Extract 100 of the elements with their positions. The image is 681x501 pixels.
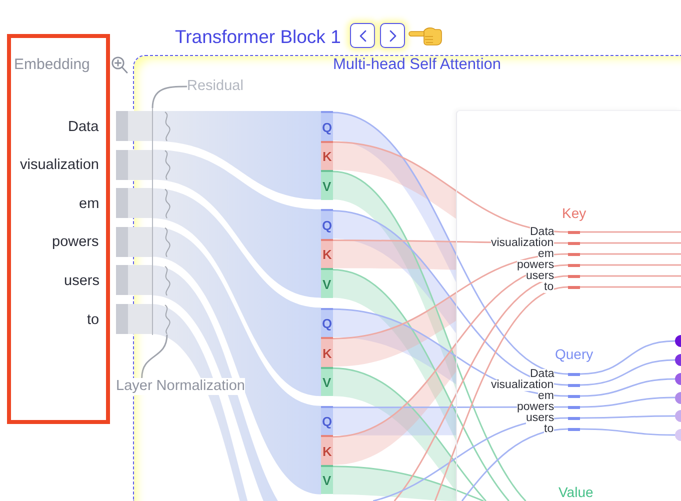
token-label: Data [68,118,99,136]
token-label: em [538,391,554,402]
flow-line [461,428,568,501]
vector-letter: V [322,178,332,194]
vector-bar [321,140,333,170]
vector-letter: K [322,247,332,262]
token-label: visualization [491,238,554,249]
flow-line [580,242,681,244]
token-label: users [64,272,100,290]
vector-letter: Q [322,120,332,134]
flow-line [580,359,676,386]
group-heading: Query [555,346,594,362]
flow-line [580,231,681,233]
section-heading: Multi-head Self Attention [333,56,502,74]
flow-line [580,286,681,288]
token-label: Data [530,369,554,380]
flow-line [332,269,510,501]
leader-line [152,86,187,108]
token-label: to [544,424,554,435]
token-label: em [538,249,554,260]
vector-bar [321,464,333,494]
flow-line [580,428,675,436]
vector-letter: V [322,276,332,292]
flow-line [332,466,484,501]
flow-line [580,396,676,408]
vector-bar [321,308,333,338]
flow-line [332,264,568,438]
vector-bar [321,268,333,298]
vector-bar [321,337,333,367]
vector-row-marker [568,274,580,278]
vector-bar [321,406,333,436]
vector-bar [321,366,333,396]
vector-row-marker [568,394,580,398]
vector-row-marker [568,416,580,420]
embedding-vector-bar [116,111,152,141]
vector-letter: Q [322,218,332,233]
vector-letter: K [322,444,332,459]
token-label: powers [517,402,554,413]
embedding-vector-bar [116,265,152,296]
flow-line [580,415,675,419]
flow-line [332,253,568,340]
token-label: users [526,271,554,282]
vector-bar [321,170,333,200]
embedding-vector-bar [116,150,152,180]
token-label: powers [52,234,99,252]
flow-line [580,253,681,255]
vector-letter: V [322,375,332,390]
vector-row-marker [568,372,580,376]
flow-line [332,170,526,501]
vector-row-marker [568,428,580,430]
attention-panel [456,110,681,501]
vector-letter: K [322,346,332,361]
vector-letter: Q [322,414,332,430]
flow-ribbon [152,188,321,396]
embedding-vector-bar [116,188,152,218]
token-label: em [79,196,100,213]
flow-line [332,112,568,375]
token-label: to [87,312,100,328]
group-heading: Value [558,484,594,500]
token-label: visualization [20,157,99,174]
flow-line [332,367,486,501]
vector-bar [321,111,333,140]
token-label: Data [530,227,554,238]
flow-ribbon [152,304,248,501]
flow-line [394,275,568,501]
flow-line [580,275,681,277]
embedding-vector-bar [116,226,152,257]
vector-letter: V [322,473,332,488]
flow-ribbon [152,226,321,494]
flow-line [332,210,568,386]
vector-row-marker [568,230,580,234]
embedding-vector-bar [116,304,152,334]
token-label: to [544,282,554,293]
vector-row-marker [568,286,580,288]
vector-bar [321,435,333,465]
leader-line [141,334,168,378]
flow-ribbon [152,265,278,501]
vector-row-marker [568,264,580,266]
token-label: users [526,413,554,424]
flow-ribbon [152,111,321,200]
vector-row-marker [568,406,580,408]
flow-ribbon [152,150,321,298]
residual-connection-line [152,108,153,335]
section-heading: Embedding [14,56,90,72]
annotation-label: Layer Normalization [116,378,245,395]
flow-line [332,141,568,233]
vector-bar [321,238,333,268]
token-label: powers [517,260,554,271]
flow-line [580,378,676,397]
flow-line [580,340,676,375]
vector-row-marker [568,242,580,244]
flow-line [434,286,568,501]
vector-row-marker [568,252,580,256]
block-title: Transformer Block 1 [175,26,341,46]
annotation-label: Residual [187,78,244,95]
flow-line [580,264,681,266]
vector-letter: Q [322,316,332,332]
group-heading: Key [562,205,586,221]
token-label: visualization [491,380,554,391]
highlight-frame [7,34,110,424]
